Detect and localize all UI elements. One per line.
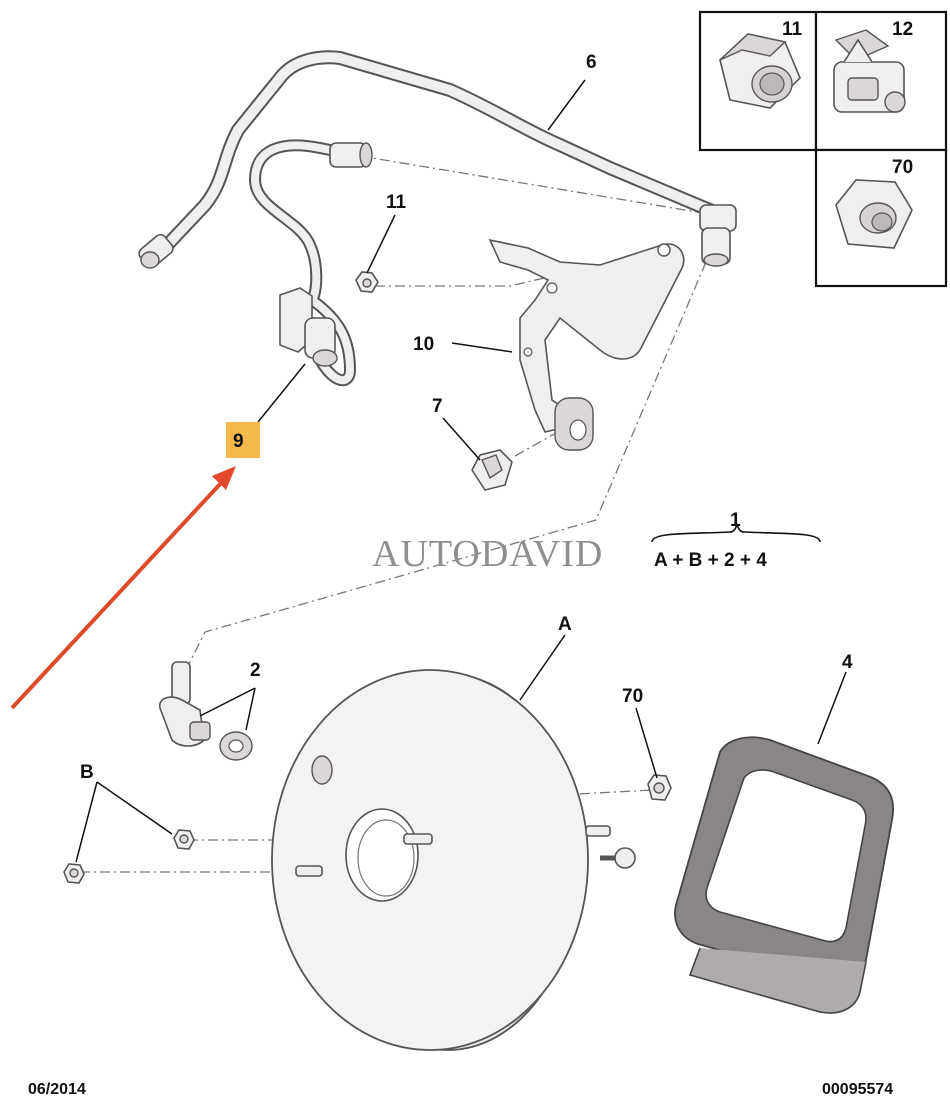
callout-7: 7 <box>432 396 443 417</box>
flange-nut-icon <box>835 179 913 249</box>
hex-nut-icon <box>719 33 801 109</box>
union-fitting <box>159 661 253 761</box>
callout-70: 70 <box>622 686 643 707</box>
inset-label-70: 70 <box>892 157 913 178</box>
mounting-bracket <box>488 238 685 451</box>
brake-booster <box>271 669 636 1051</box>
clip-7-part <box>471 449 513 491</box>
inset-label-12: 12 <box>892 19 913 40</box>
red-arrow-shaft <box>10 480 224 710</box>
callout-2: 2 <box>250 660 261 681</box>
leader-lines <box>75 79 847 863</box>
inset-label-11: 11 <box>782 19 803 40</box>
sensor-pipe <box>249 139 373 387</box>
highlight-box <box>226 422 260 458</box>
watermark: AUTODAVID <box>372 533 603 575</box>
formula-label: 1 <box>730 510 741 531</box>
callout-4: 4 <box>842 652 853 673</box>
callout-a: A <box>558 614 572 635</box>
callout-10: 10 <box>413 334 434 355</box>
red-arrow-head-icon <box>212 466 236 490</box>
callout-b: B <box>80 762 94 783</box>
footer-reference: 00095574 <box>822 1081 893 1098</box>
nut-70-part <box>647 774 672 801</box>
callout-11: 11 <box>386 192 407 213</box>
callout-6: 6 <box>586 52 597 73</box>
nuts-b-parts <box>63 829 195 884</box>
inset-panel: 11 12 70 <box>698 10 948 288</box>
callout-9: 9 <box>233 431 244 452</box>
gasket-seal <box>674 736 894 1014</box>
vacuum-pipe <box>138 50 737 269</box>
formula-expression: A + B + 2 + 4 <box>654 550 767 571</box>
footer-date: 06/2014 <box>28 1081 86 1098</box>
spring-clip-icon <box>833 29 906 113</box>
highlight-marker: 9 <box>10 422 260 710</box>
formula-brace <box>651 523 821 543</box>
kit-formula: 1 A + B + 2 + 4 <box>651 510 821 571</box>
nut-11-part <box>355 271 379 293</box>
